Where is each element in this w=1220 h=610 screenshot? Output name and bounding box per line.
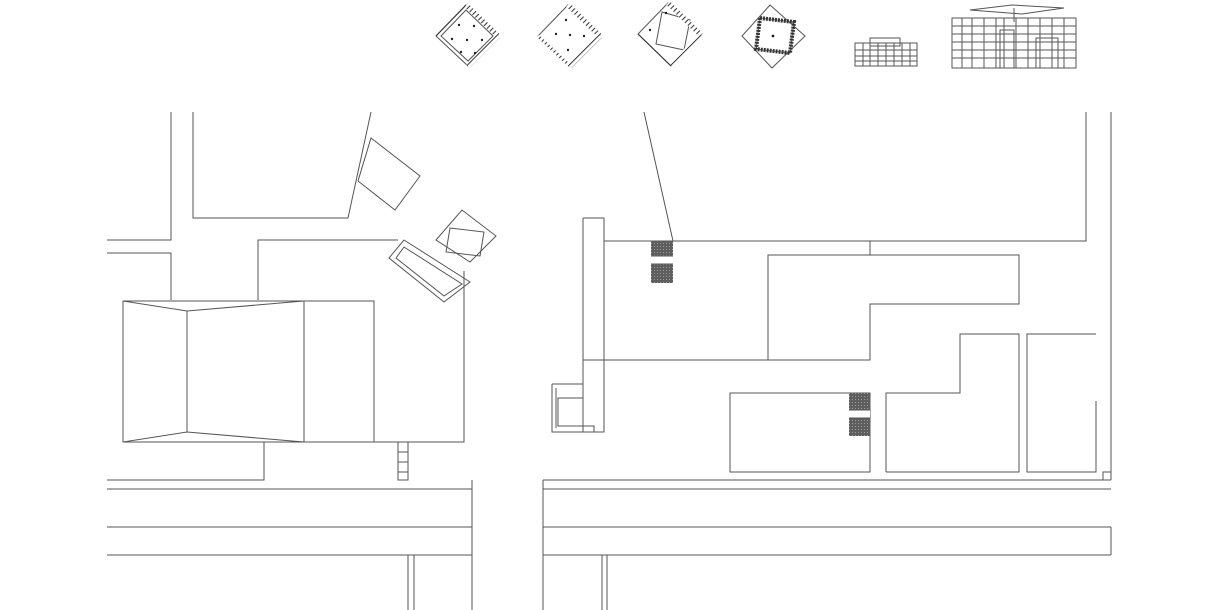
thumbnail-5: [854, 37, 918, 67]
right-road: [542, 479, 1112, 610]
entry-element: [551, 383, 595, 433]
left-road: [107, 480, 473, 610]
rotated-pavilion: [357, 137, 421, 211]
right-block: [551, 111, 1112, 480]
rotated-kiosk: [388, 209, 497, 303]
thumbnail-6: [951, 4, 1077, 69]
left-block: [107, 111, 497, 481]
thumbnail-2: [536, 3, 602, 68]
thumbnail-4: [741, 4, 806, 69]
thumbnail-1: [435, 3, 500, 68]
thumbnail-3: [637, 1, 703, 68]
